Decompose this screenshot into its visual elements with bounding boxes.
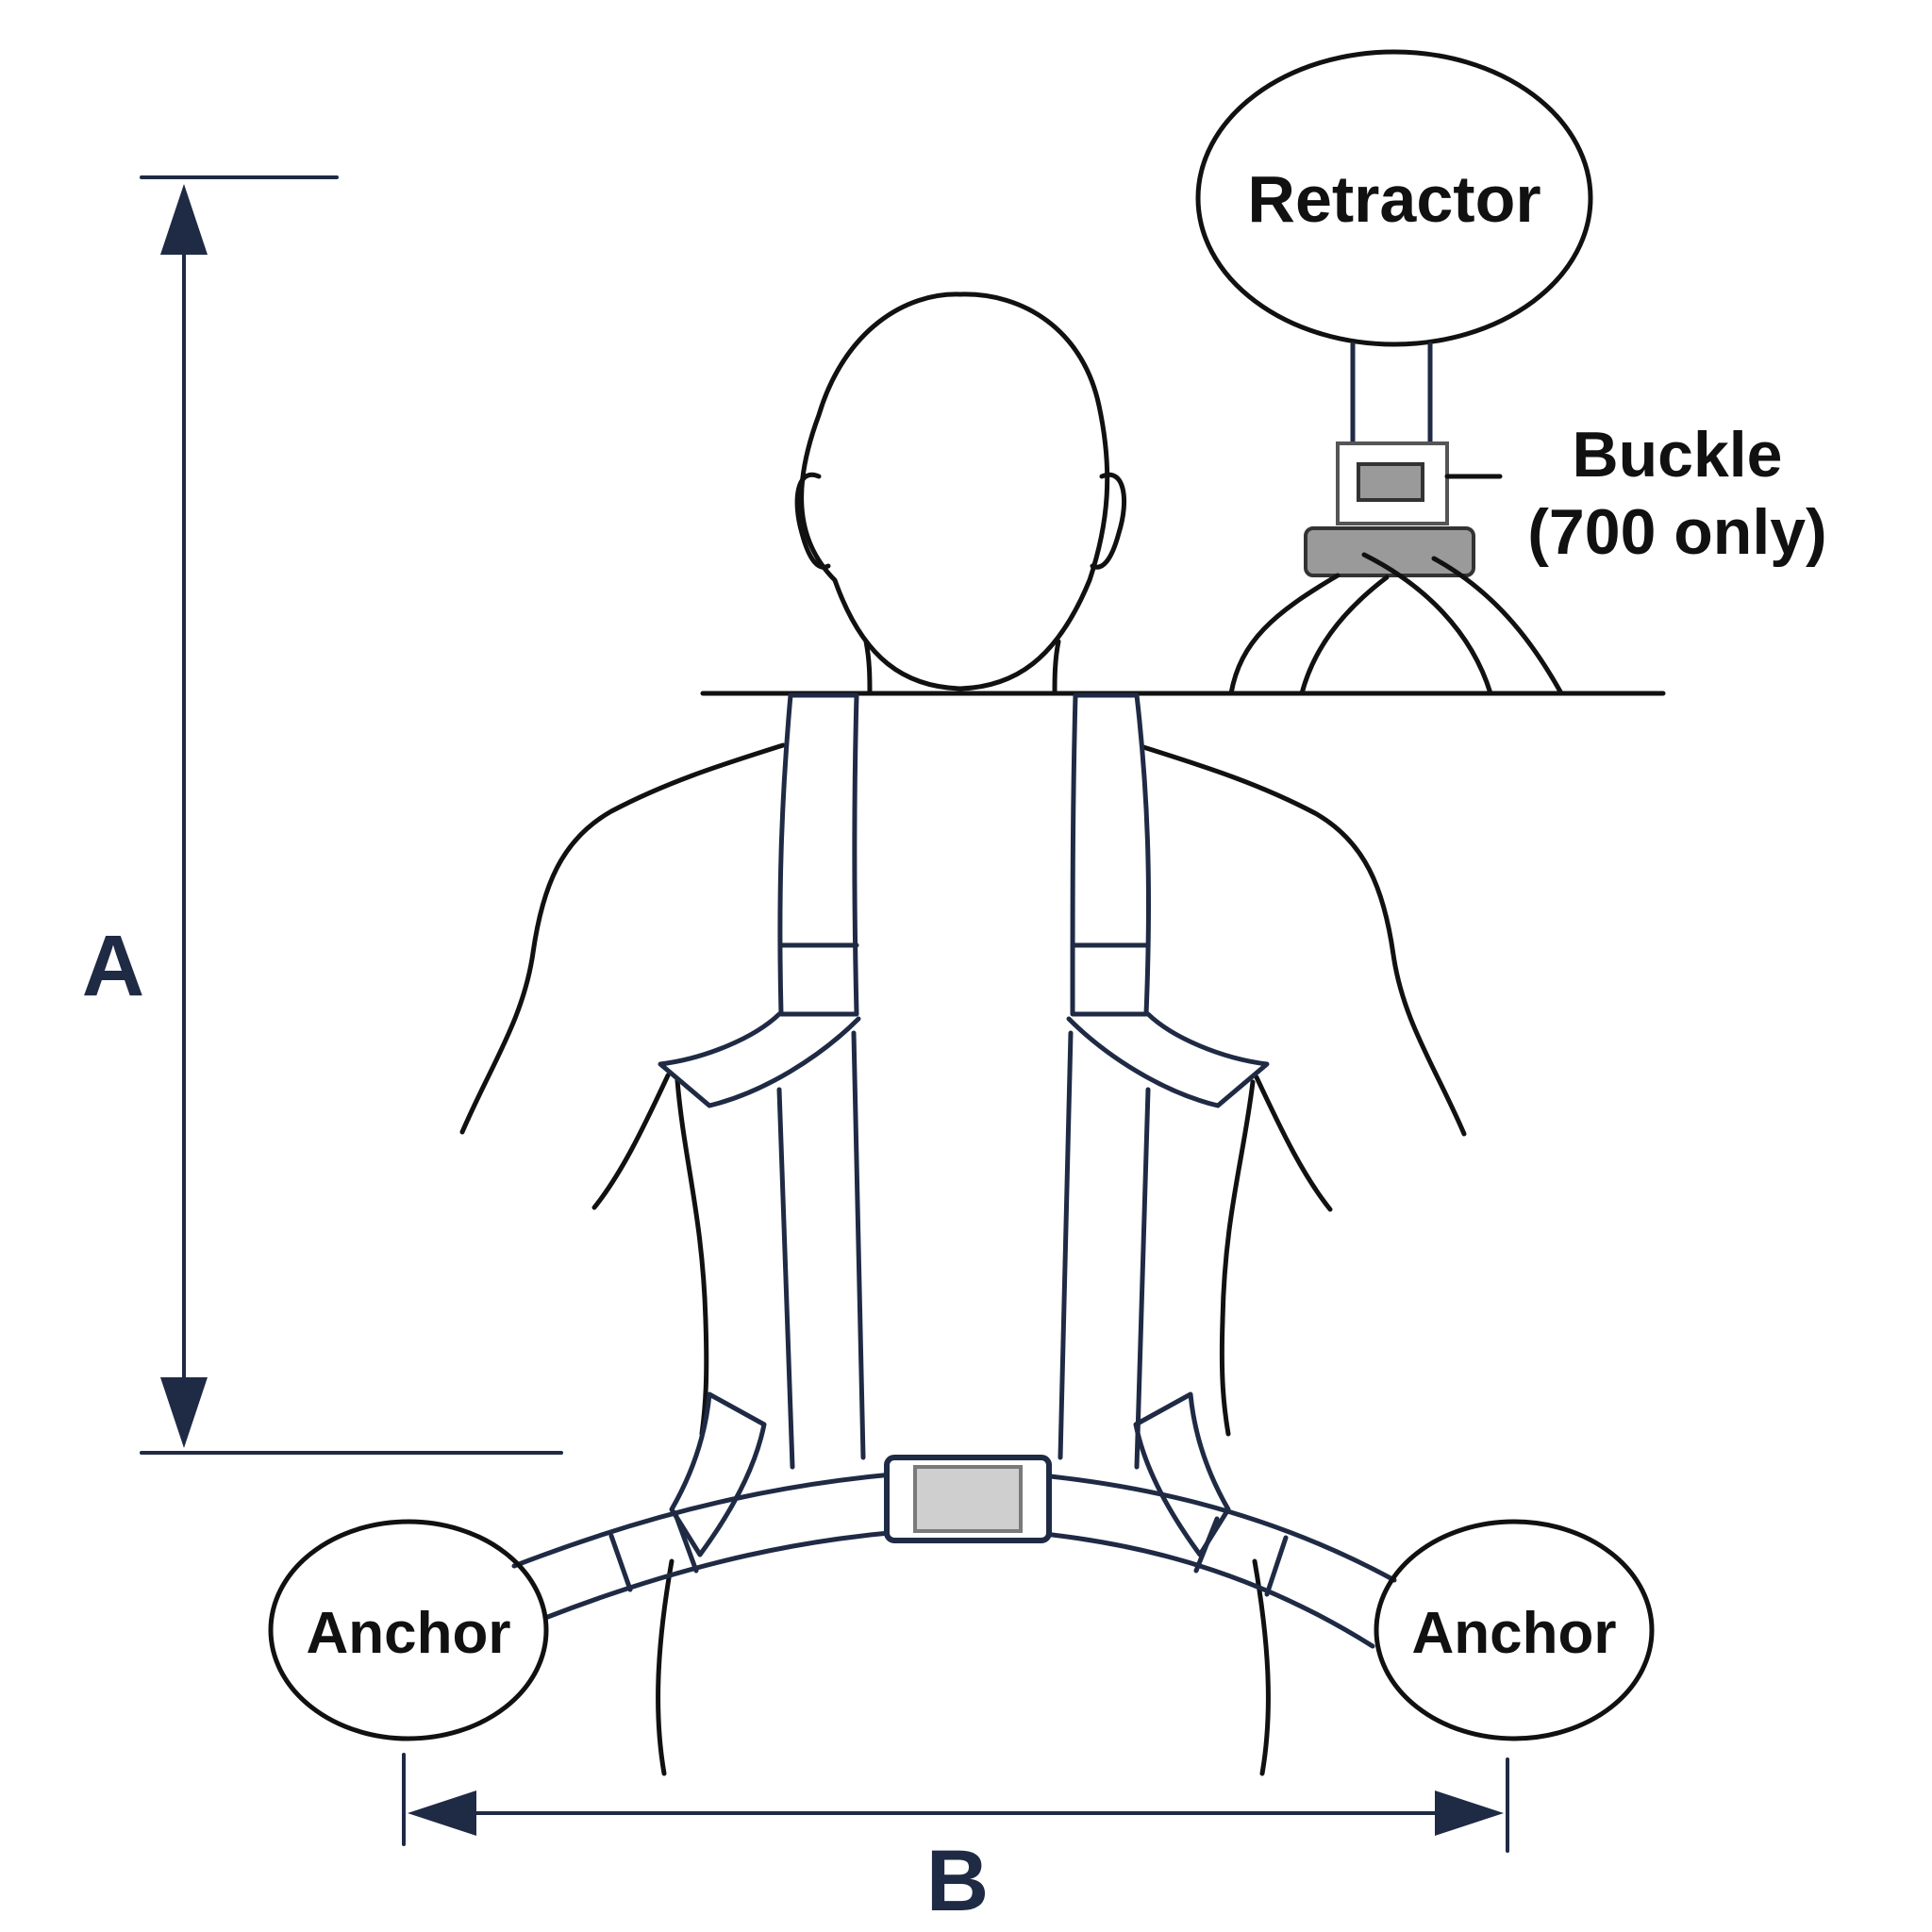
anchor-right-label: Anchor xyxy=(1412,1601,1617,1666)
arrow-down-icon xyxy=(160,1377,208,1448)
dimension-a-label: A xyxy=(82,918,144,1014)
arrow-right-icon xyxy=(1435,1790,1504,1836)
dimension-b: B xyxy=(402,1753,1509,1929)
buckle-label-line2: (700 only) xyxy=(1527,496,1826,568)
shoulder-strap-left xyxy=(658,692,866,1470)
side-adjuster-left xyxy=(669,1391,767,1557)
anchor-right: Anchor xyxy=(1374,1519,1655,1741)
anchor-left: Anchor xyxy=(268,1519,549,1741)
dimension-a: A xyxy=(82,175,563,1455)
retractor-label: Retractor xyxy=(1247,162,1541,236)
body-outline xyxy=(459,291,1467,1776)
anchor-left-label: Anchor xyxy=(307,1601,511,1666)
buckle-700: Buckle (700 only) xyxy=(1228,419,1827,696)
lap-buckle xyxy=(884,1455,1052,1543)
shoulder-strap-right xyxy=(1058,692,1270,1470)
arrow-left-icon xyxy=(408,1790,476,1836)
retractor: Retractor xyxy=(1195,49,1593,446)
side-adjuster-right xyxy=(1133,1391,1231,1557)
arrow-up-icon xyxy=(160,184,208,255)
dimension-b-label: B xyxy=(926,1833,989,1929)
buckle-label-line1: Buckle xyxy=(1573,419,1783,491)
